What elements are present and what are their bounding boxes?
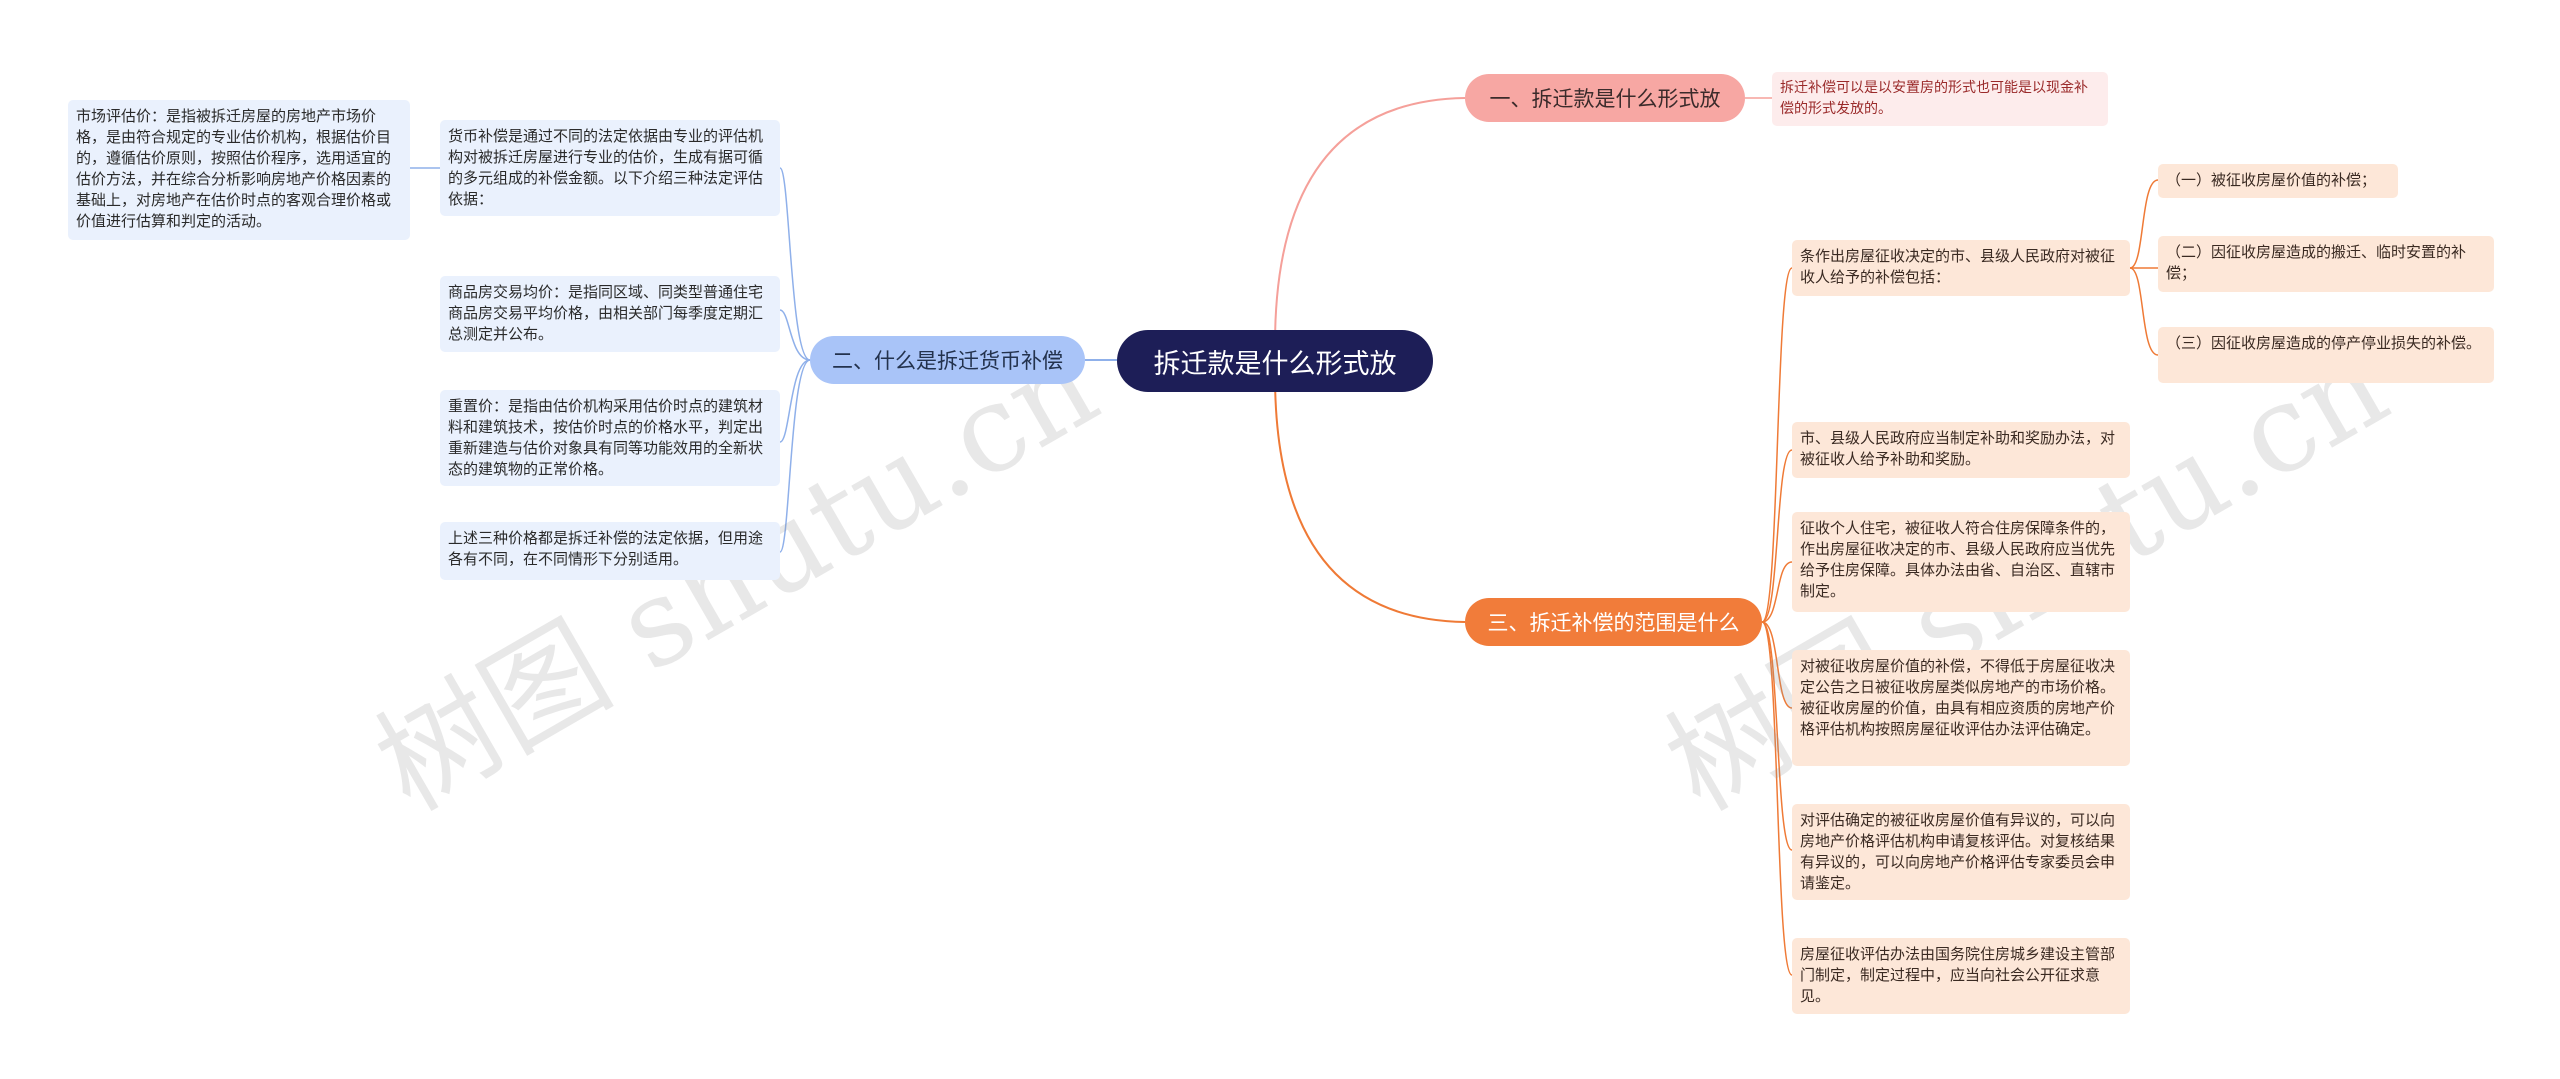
link-branch2-leaf4 (779, 359, 811, 553)
branch-topic-1[interactable]: 一、拆迁款是什么形式放 (1465, 74, 1745, 122)
branch-topic-2[interactable]: 二、什么是拆迁货币补偿 (810, 336, 1085, 384)
branch3-sub-2: （二）因征收房屋造成的搬迁、临时安置的补偿； (2158, 236, 2494, 292)
root-topic[interactable]: 拆迁款是什么形式放 (1117, 330, 1433, 392)
branch2-leaf-3: 重置价：是指由估价机构采用估价时点的建筑材料和建筑技术，按估价时点的价格水平，判… (440, 390, 780, 486)
link-root-branch1 (1274, 97, 1466, 346)
link-branch3-sub1 (2129, 179, 2159, 269)
link-root-branch3 (1274, 374, 1466, 623)
branch2-sub-leaf: 市场评估价：是指被拆迁房屋的房地产市场价格，是由符合规定的专业估价机构，根据估价… (68, 100, 410, 240)
link-branch3-sub3 (2129, 267, 2159, 356)
branch2-leaf-1: 货币补偿是通过不同的法定依据由专业的评估机构对被拆迁房屋进行专业的估价，生成有据… (440, 120, 780, 216)
link-branch3-leaf5 (1761, 621, 1793, 851)
branch2-leaf-4: 上述三种价格都是拆迁补偿的法定依据，但用途各有不同，在不同情形下分别适用。 (440, 522, 780, 580)
link-branch3-leaf3 (1761, 561, 1793, 623)
branch3-leaf-6: 房屋征收评估办法由国务院住房城乡建设主管部门制定，制定过程中，应当向社会公开征求… (1792, 938, 2130, 1014)
branch3-leaf-4: 对被征收房屋价值的补偿，不得低于房屋征收决定公告之日被征收房屋类似房地产的市场价… (1792, 650, 2130, 766)
link-branch2-leaf3 (779, 359, 811, 443)
branch2-leaf-2: 商品房交易均价：是指同区域、同类型普通住宅商品房交易平均价格，由相关部门每季度定… (440, 276, 780, 352)
link-branch2-leaf2 (779, 309, 811, 361)
branch3-leaf-5: 对评估确定的被征收房屋价值有异议的，可以向房地产价格评估机构申请复核评估。对复核… (1792, 804, 2130, 900)
branch3-sub-1: （一）被征收房屋价值的补偿； (2158, 164, 2398, 198)
branch1-leaf: 拆迁补偿可以是以安置房的形式也可能是以现金补偿的形式发放的。 (1772, 72, 2108, 126)
branch3-leaf-1: 条作出房屋征收决定的市、县级人民政府对被征收人给予的补偿包括： (1792, 240, 2130, 296)
link-branch3-leaf6 (1761, 621, 1793, 976)
branch-topic-3[interactable]: 三、拆迁补偿的范围是什么 (1465, 598, 1762, 646)
branch3-sub-3: （三）因征收房屋造成的停产停业损失的补偿。 (2158, 327, 2494, 383)
branch3-leaf-2: 市、县级人民政府应当制定补助和奖励办法，对被征收人给予补助和奖励。 (1792, 422, 2130, 478)
link-branch3-leaf4 (1761, 621, 1793, 709)
link-branch3-leaf1 (1761, 267, 1793, 623)
branch3-leaf-3: 征收个人住宅，被征收人符合住房保障条件的，作出房屋征收决定的市、县级人民政府应当… (1792, 512, 2130, 612)
link-branch2-leaf1 (779, 167, 811, 361)
link-branch3-leaf2 (1761, 449, 1793, 623)
